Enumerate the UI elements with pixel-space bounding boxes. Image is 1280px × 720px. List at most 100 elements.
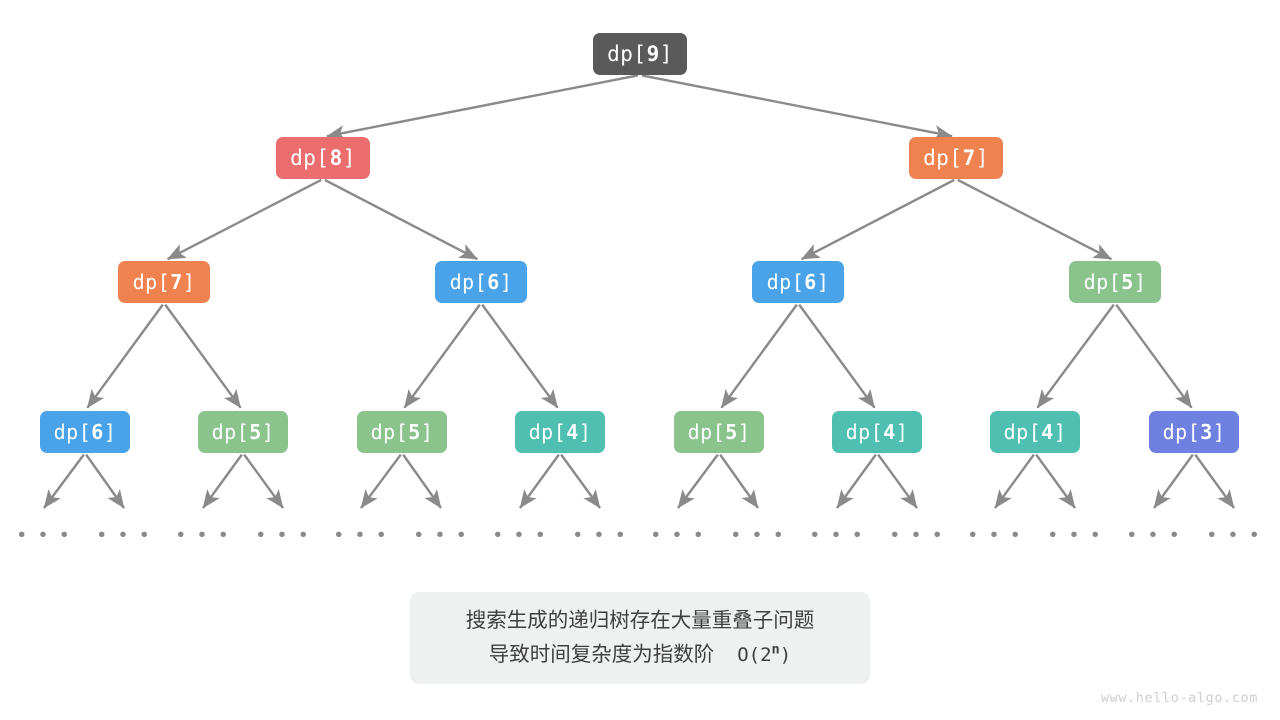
node-label-suffix: ] <box>499 270 513 294</box>
node-label-suffix: ] <box>1133 270 1147 294</box>
node-label-suffix: ] <box>737 420 751 444</box>
tree-node-dp5-n11[interactable]: dp[5] <box>674 411 764 453</box>
node-label-suffix: ] <box>261 420 275 444</box>
leaf-edge-3 <box>243 453 284 509</box>
node-label-value: 6 <box>91 420 104 444</box>
edge-n3-to-n7 <box>86 303 164 409</box>
node-label-value: 3 <box>1200 420 1213 444</box>
complexity-exponent: n <box>771 641 780 658</box>
leaf-edge-2 <box>202 453 243 509</box>
tree-node-dp9-n0[interactable]: dp[9] <box>593 33 687 75</box>
node-label-prefix: dp[ <box>607 42 647 66</box>
leaf-ellipsis: • • • <box>175 524 231 547</box>
tree-node-dp6-n5[interactable]: dp[6] <box>752 261 844 303</box>
node-label-prefix: dp[ <box>766 270 805 294</box>
node-label-value: 9 <box>646 42 660 66</box>
watermark: www.hello-algo.com <box>1100 690 1258 706</box>
leaf-edge-13 <box>1035 453 1076 509</box>
tree-node-dp5-n8[interactable]: dp[5] <box>198 411 288 453</box>
node-label-value: 5 <box>408 420 421 444</box>
leaf-ellipsis: • • • <box>572 524 628 547</box>
node-label-prefix: dp[ <box>923 146 963 170</box>
leaf-ellipsis: • • • <box>255 524 311 547</box>
node-label-suffix: ] <box>103 420 117 444</box>
node-label-suffix: ] <box>895 420 909 444</box>
edge-n0-to-n1 <box>326 74 639 141</box>
leaf-edge-9 <box>719 453 759 509</box>
tree-node-dp6-n4[interactable]: dp[6] <box>435 261 527 303</box>
leaf-edge-6 <box>519 453 560 509</box>
tree-node-dp7-n3[interactable]: dp[7] <box>118 261 210 303</box>
leaf-edge-1 <box>85 453 125 509</box>
complexity-close: ) <box>779 644 792 666</box>
leaf-ellipsis: • • • <box>1047 524 1103 547</box>
tree-node-dp8-n1[interactable]: dp[8] <box>276 137 370 179</box>
node-label-value: 7 <box>170 270 183 294</box>
leaf-ellipsis: • • • <box>333 524 389 547</box>
caption-line-1: 搜索生成的递归树存在大量重叠子问题 <box>465 609 815 632</box>
node-label-value: 4 <box>883 420 896 444</box>
node-label-suffix: ] <box>578 420 592 444</box>
tree-node-dp4-n10[interactable]: dp[4] <box>515 411 605 453</box>
node-label-prefix: dp[ <box>1162 420 1201 444</box>
node-label-prefix: dp[ <box>528 420 567 444</box>
edge-n5-to-n11 <box>720 303 798 409</box>
tree-node-dp6-n7[interactable]: dp[6] <box>40 411 130 453</box>
complexity-expression: O(2n) <box>714 641 792 666</box>
leaf-ellipsis: • • • <box>650 524 706 547</box>
leaf-edge-5 <box>402 453 442 509</box>
node-label-value: 4 <box>566 420 579 444</box>
leaf-edges <box>43 453 1235 509</box>
edge-n2-to-n6 <box>957 178 1112 261</box>
leaf-edge-0 <box>43 453 85 509</box>
edge-n6-to-n14 <box>1115 303 1193 409</box>
tree-node-dp4-n13[interactable]: dp[4] <box>990 411 1080 453</box>
node-label-value: 6 <box>487 270 500 294</box>
tree-node-dp5-n9[interactable]: dp[5] <box>357 411 447 453</box>
tree-node-dp3-n14[interactable]: dp[3] <box>1149 411 1239 453</box>
leaf-ellipsis: • • • <box>413 524 469 547</box>
edge-n6-to-n13 <box>1036 303 1115 409</box>
node-label-value: 6 <box>804 270 817 294</box>
node-label-suffix: ] <box>1053 420 1067 444</box>
node-label-value: 5 <box>249 420 262 444</box>
node-label-suffix: ] <box>975 146 989 170</box>
tree-node-dp5-n6[interactable]: dp[5] <box>1069 261 1161 303</box>
node-label-prefix: dp[ <box>449 270 488 294</box>
edge-n5-to-n12 <box>798 303 876 409</box>
node-label-value: 7 <box>962 146 976 170</box>
caption-line-2: 导致时间复杂度为指数阶 O(2n) <box>489 638 791 672</box>
leaf-edge-14 <box>1153 453 1194 509</box>
edge-n4-to-n9 <box>403 303 481 409</box>
node-label-value: 4 <box>1041 420 1054 444</box>
node-label-suffix: ] <box>816 270 830 294</box>
node-label-prefix: dp[ <box>370 420 409 444</box>
edge-n2-to-n5 <box>800 178 955 261</box>
node-label-prefix: dp[ <box>211 420 250 444</box>
leaf-ellipsis: • • • <box>1126 524 1182 547</box>
node-label-suffix: ] <box>420 420 434 444</box>
node-label-prefix: dp[ <box>290 146 330 170</box>
node-label-prefix: dp[ <box>845 420 884 444</box>
leaf-ellipsis: • • • <box>967 524 1023 547</box>
leaf-ellipsis: • • • <box>1206 524 1262 547</box>
leaf-edge-4 <box>360 453 402 509</box>
edge-n1-to-n4 <box>324 178 479 261</box>
node-label-suffix: ] <box>1212 420 1226 444</box>
tree-node-dp4-n12[interactable]: dp[4] <box>832 411 922 453</box>
node-label-prefix: dp[ <box>687 420 726 444</box>
node-label-value: 8 <box>329 146 343 170</box>
node-label-value: 5 <box>1121 270 1134 294</box>
leaf-edge-8 <box>677 453 719 509</box>
tree-edges <box>86 74 1193 409</box>
complexity-open: O(2 <box>737 644 772 666</box>
node-label-prefix: dp[ <box>53 420 92 444</box>
leaf-edge-15 <box>1194 453 1235 509</box>
caption-box: 搜索生成的递归树存在大量重叠子问题 导致时间复杂度为指数阶 O(2n) <box>410 592 870 684</box>
leaf-edge-7 <box>560 453 601 509</box>
node-label-suffix: ] <box>659 42 673 66</box>
leaf-edge-10 <box>836 453 877 509</box>
edge-n4-to-n10 <box>481 303 559 409</box>
leaf-ellipsis: • • • <box>730 524 786 547</box>
tree-node-dp7-n2[interactable]: dp[7] <box>909 137 1003 179</box>
